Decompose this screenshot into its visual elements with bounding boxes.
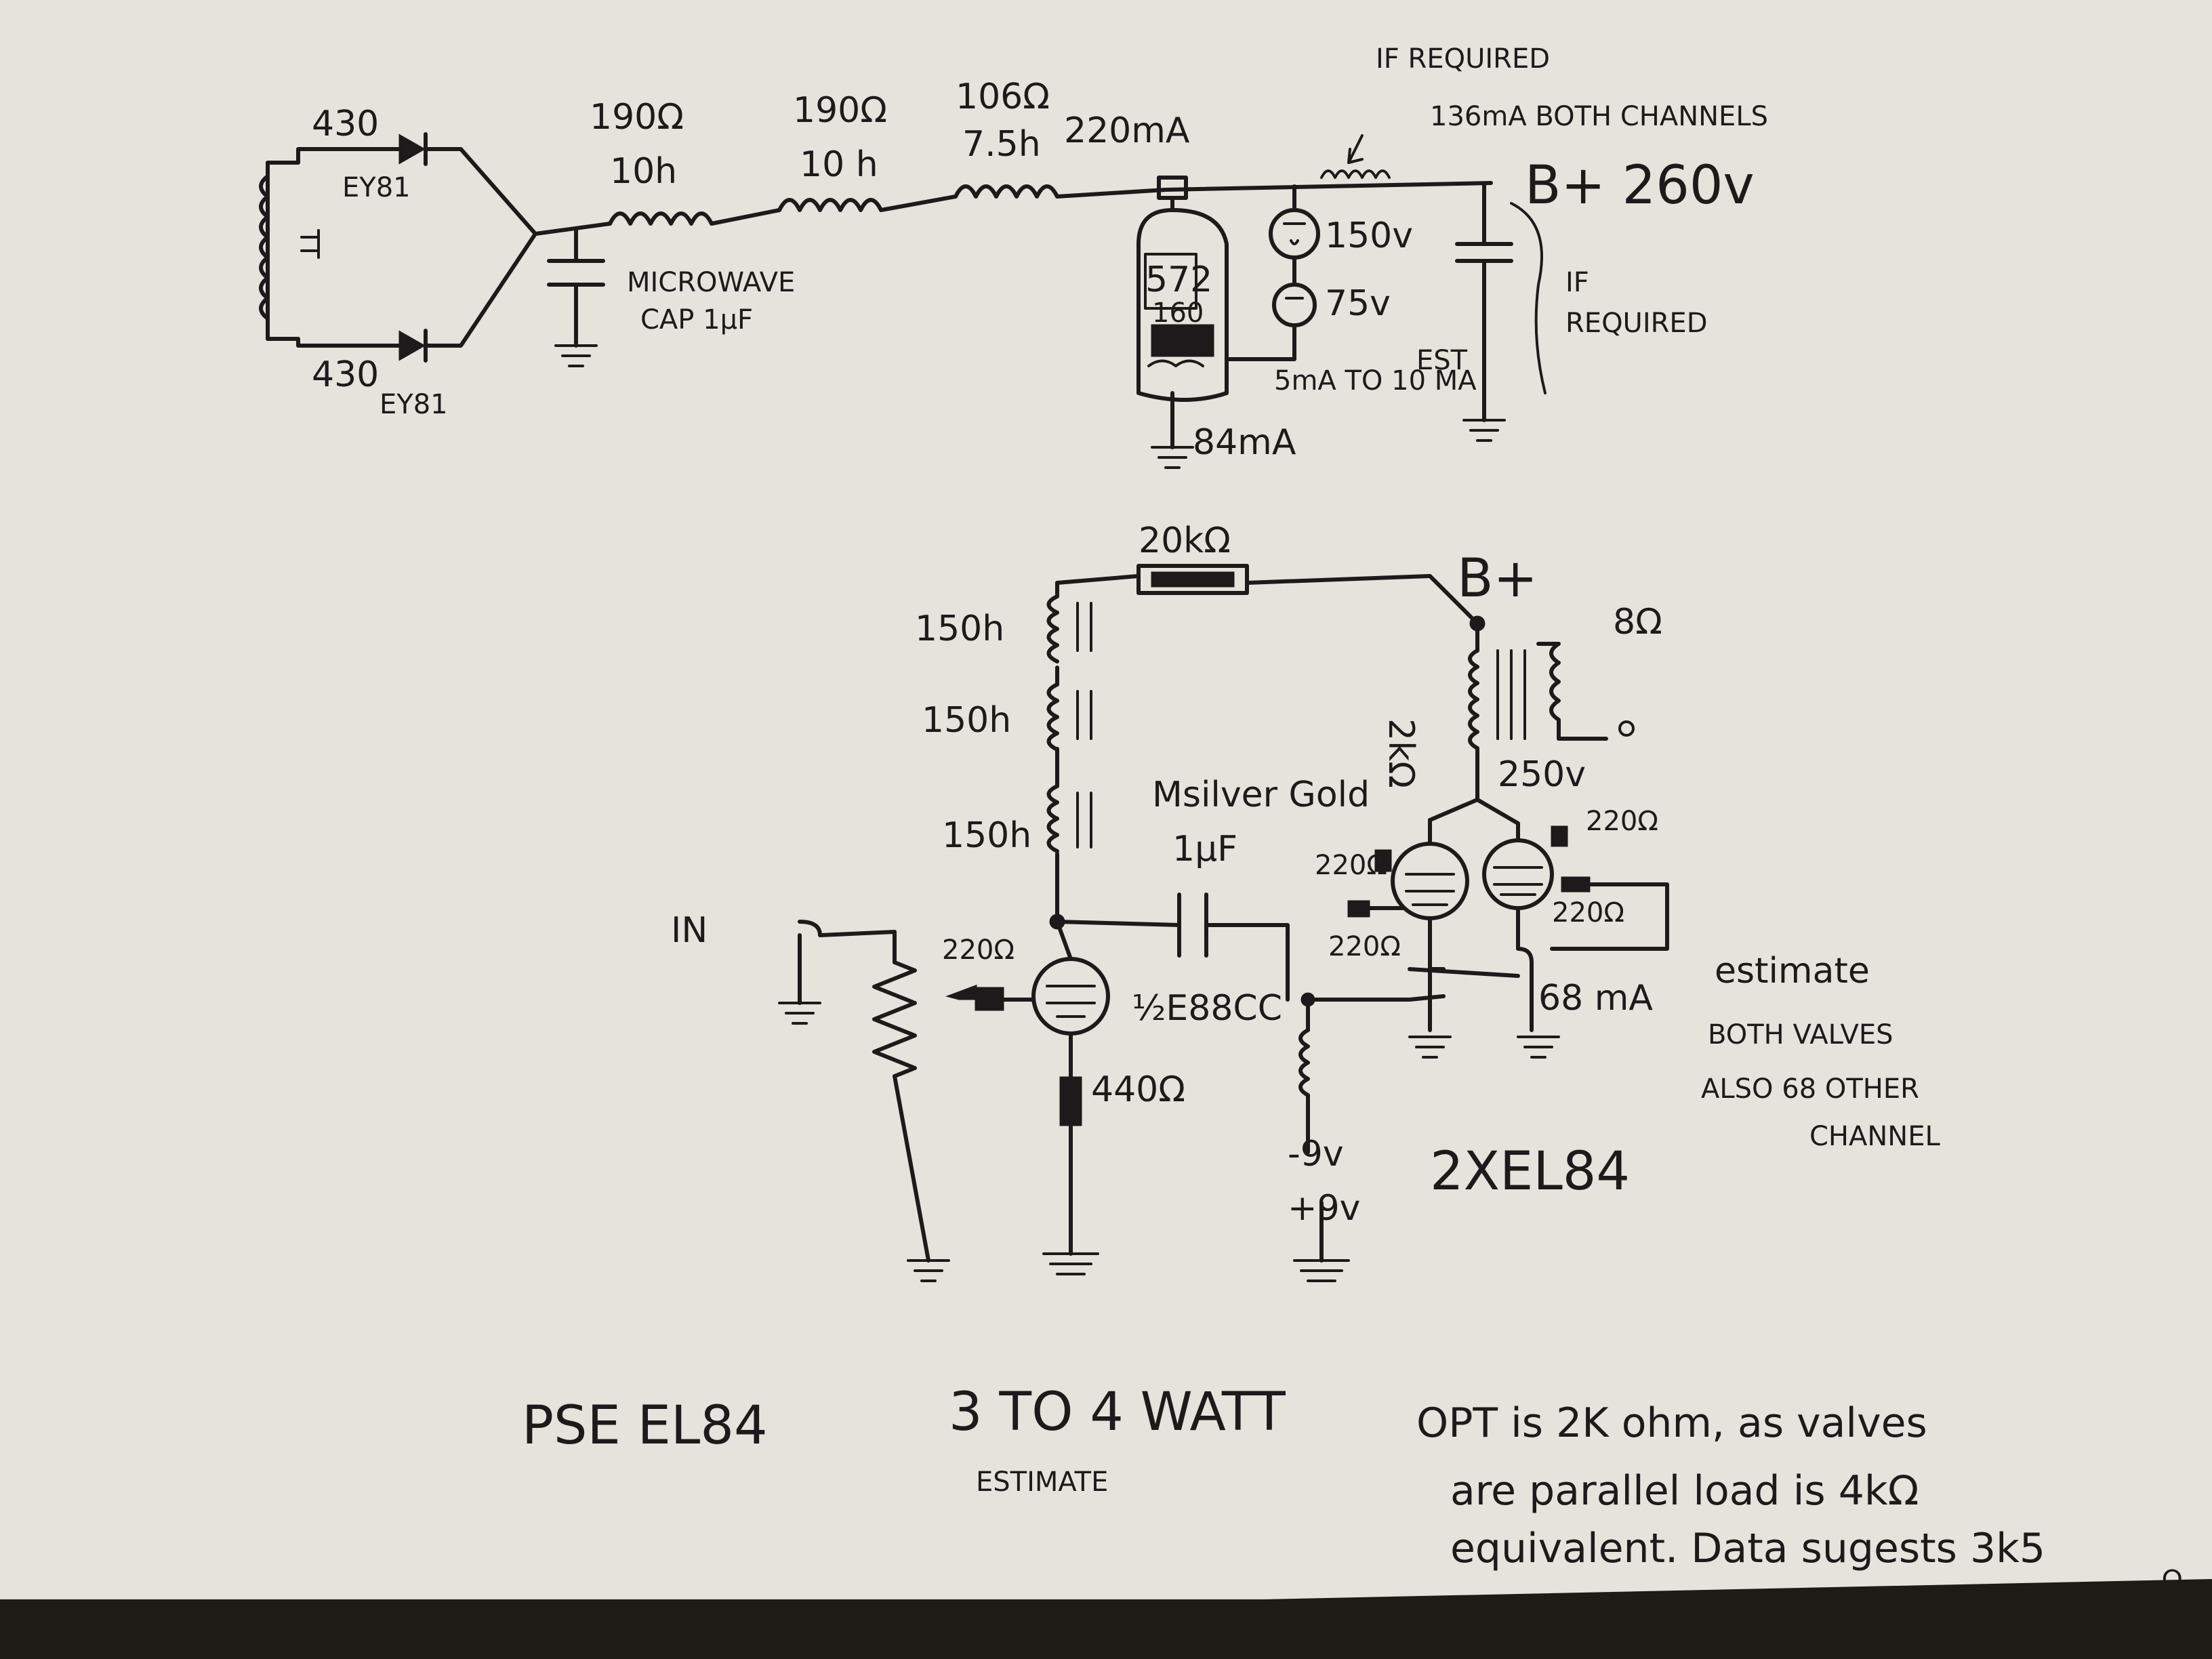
rail-a — [533, 222, 612, 236]
vr-bottom-label: 75v — [1325, 283, 1391, 324]
cap-label-line2: CAP 1µF — [640, 304, 753, 335]
choke1-inductance: 10h — [610, 151, 677, 192]
both-channels-label: 136mA BOTH CHANNELS — [1430, 101, 1768, 132]
regulator-line1: 572 — [1145, 260, 1212, 300]
speaker-label: 8Ω — [1613, 602, 1662, 642]
grid-stopper-lower: 220Ω — [1328, 931, 1401, 962]
table-edge — [0, 1599, 2212, 1659]
power-estimate-label: ESTIMATE — [976, 1467, 1108, 1498]
input-label: IN — [671, 910, 708, 951]
if-required-right-line2: REQUIRED — [1565, 308, 1708, 339]
both-valves-note: BOTH VALVES — [1708, 1019, 1893, 1050]
bias-minus-label: -9v — [1288, 1134, 1344, 1174]
if-required-top: IF REQUIRED — [1376, 43, 1550, 75]
amp-bplus-label: B+ — [1457, 548, 1538, 609]
coupling-cap-line2: 1µF — [1172, 829, 1237, 869]
choke-3: 106Ω 7.5h 220mA — [954, 77, 1190, 199]
triode-label: ½E88CC — [1132, 988, 1282, 1029]
resistor-20k-label: 20kΩ — [1139, 520, 1231, 561]
power-supply: 430 430 EY81 EY81 MICROWAVE CAP 1µF 190Ω… — [259, 43, 1768, 469]
rectifier-bottom-label: EY81 — [380, 389, 448, 420]
opt-primary-label: 2kΩ — [1380, 718, 1421, 788]
cathode-resistor-label: 440Ω — [1091, 1069, 1185, 1110]
output-transformer: 8Ω 2kΩ 250v — [1380, 602, 1662, 825]
choke2-inductance: 10 h — [800, 144, 878, 185]
input-grid-resistor-label: 220Ω — [942, 935, 1015, 966]
choke3-inductance: 7.5h — [962, 124, 1041, 165]
vr-current-label: 5mA TO 10 MA — [1274, 365, 1477, 396]
screen-right-label: 220Ω — [1552, 897, 1624, 928]
opt-note-line1: OPT is 2K ohm, as valves — [1416, 1399, 1927, 1447]
resistor-20k: 20kΩ B+ — [1055, 520, 1538, 632]
grid-stopper-right-top: 220Ω — [1586, 806, 1658, 837]
if-required-right-line1: IF — [1565, 267, 1589, 298]
choke-150h-3: 150h — [942, 815, 1031, 856]
secondary-bottom-label: 430 — [312, 354, 379, 395]
coupling-cap-line1: Msilver Gold — [1152, 775, 1370, 815]
tube-label: 2XEL84 — [1430, 1141, 1630, 1202]
title-label: PSE EL84 — [522, 1395, 768, 1456]
regulator-line2: 160 — [1152, 298, 1204, 329]
regulator-current: 84mA — [1193, 422, 1296, 463]
regulator-tube-572: 572 160 84mA — [1136, 176, 1493, 469]
power-label: 3 TO 4 WATT — [949, 1382, 1286, 1443]
choke-150h-1: 150h — [915, 609, 1004, 649]
rectifier-top-label: EY81 — [342, 172, 411, 203]
rectifier-bottom: EY81 — [380, 232, 537, 420]
choke2-resistance: 190Ω — [793, 90, 887, 131]
vr-top-label: 150v — [1325, 216, 1413, 256]
driver-triode: ½E88CC 220Ω 440Ω — [942, 920, 1282, 1275]
choke-150h-2: 150h — [922, 700, 1011, 741]
choke1-resistance: 190Ω — [590, 97, 684, 138]
bias-supply: -9v +9v — [1288, 992, 1412, 1282]
el84-pair: 220Ω 220Ω 220Ω 220Ω 68 mA estimate BOTH … — [1315, 806, 1940, 1202]
optional-choke: IF REQUIRED 136mA BOTH CHANNELS B+ 260v — [1320, 43, 1768, 216]
choke-1: 190Ω 10h — [590, 97, 781, 226]
voltage-reference-tubes: 150v 75v 5mA TO 10 MA EST — [1225, 184, 1477, 396]
choke-2: 190Ω 10 h — [777, 90, 958, 212]
reservoir-cap: MICROWAVE CAP 1µF — [547, 228, 795, 367]
input-section: IN — [671, 910, 950, 1282]
opt-note-line3: equivalent. Data sugests 3k5 — [1450, 1525, 2045, 1572]
bplus-260-label: B+ 260v — [1525, 155, 1755, 216]
current-note: 68 mA — [1538, 978, 1653, 1019]
screen-left-label: 220Ω — [1315, 850, 1387, 881]
output-cap: IF REQUIRED — [1455, 182, 1708, 442]
secondary-top-label: 430 — [312, 104, 379, 144]
vr-est-label: EST — [1416, 345, 1468, 376]
cap-label-line1: MICROWAVE — [627, 267, 795, 298]
plate-voltage-label: 250v — [1498, 754, 1586, 795]
bias-plus-label: +9v — [1288, 1188, 1360, 1229]
coupling-cap: Msilver Gold 1µF — [1049, 775, 1370, 1002]
transformer-secondary: 430 430 — [259, 104, 402, 395]
opt-note-unit: Ω — [2162, 1565, 2183, 1596]
interstage-chokes: 150h 150h 150h — [915, 581, 1092, 924]
estimate-note: estimate — [1715, 951, 1870, 991]
amplifier: 20kΩ B+ 150h 150h 150h Msilver Gold 1µF — [671, 520, 1940, 1282]
opt-note-line2: are parallel load is 4kΩ — [1450, 1467, 1919, 1515]
notes: PSE EL84 3 TO 4 WATT ESTIMATE OPT is 2K … — [522, 1382, 2183, 1596]
choke3-resistance: 106Ω — [956, 77, 1050, 117]
rectifier-top: EY81 — [342, 132, 537, 236]
also-note: ALSO 68 OTHER — [1701, 1073, 1919, 1105]
channel-note: CHANNEL — [1809, 1121, 1940, 1152]
current-total: 220mA — [1064, 110, 1190, 151]
